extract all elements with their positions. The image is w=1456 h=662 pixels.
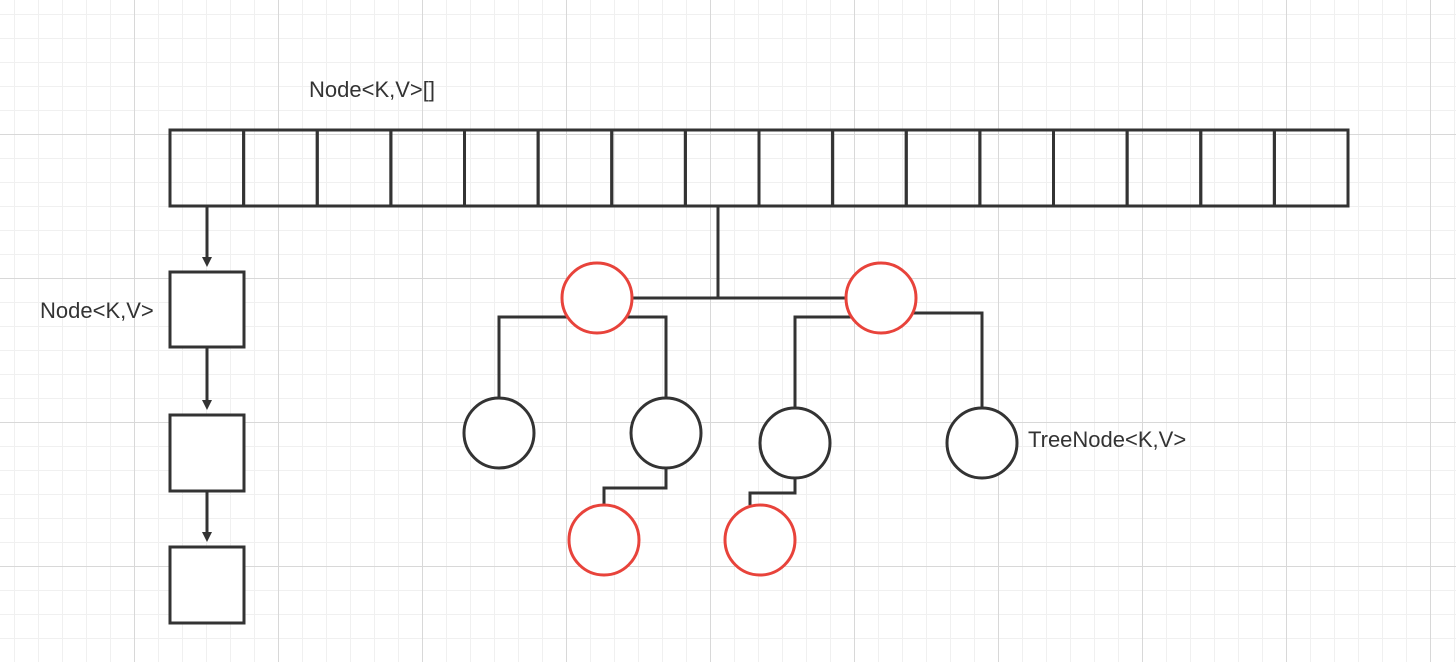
- bucket-cell: [1272, 128, 1350, 208]
- bucket-cell: [1199, 128, 1276, 208]
- bucket-cell: [1052, 128, 1129, 208]
- list-node-1: [168, 270, 246, 349]
- bucket-cell: [1125, 128, 1203, 208]
- tree-node-black-3: [758, 406, 832, 480]
- edge-r1-b1: [497, 315, 567, 400]
- bucket-cell: [315, 128, 393, 208]
- bucket-cell: [831, 128, 908, 208]
- bucket-cell: [757, 128, 835, 208]
- tree-node-red-1: [560, 261, 634, 335]
- edge-r2-b3: [793, 315, 853, 408]
- tree-node-black-4: [945, 406, 1019, 480]
- bucket-cell: [683, 128, 761, 208]
- tree-node-label: TreeNode<K,V>: [1028, 427, 1187, 452]
- tree-nodes: [462, 261, 1019, 577]
- edge-b3-r4: [748, 477, 797, 505]
- tree-node-black-1: [462, 396, 536, 470]
- list-node-3: [168, 545, 246, 625]
- bucket-cell: [389, 128, 467, 208]
- bucket-cell: [463, 128, 540, 208]
- array-label: Node<K,V>[]: [309, 77, 435, 102]
- linked-list: [168, 206, 246, 625]
- bucket-cell: [978, 128, 1056, 208]
- bucket-cell: [610, 128, 687, 208]
- tree-edges: [497, 207, 984, 505]
- bucket-cell: [536, 128, 614, 208]
- tree-node-black-2: [629, 396, 703, 470]
- tree-node-red-2: [844, 261, 918, 335]
- bucket-array: [168, 128, 1350, 208]
- edge-r1-b2: [625, 315, 668, 400]
- list-node-2: [168, 413, 246, 493]
- bucket-cell: [168, 128, 246, 208]
- tree-node-red-4: [723, 503, 797, 577]
- edge-b2-r3: [602, 467, 668, 505]
- list-node-label: Node<K,V>: [40, 298, 154, 323]
- edge-r2-b4: [910, 311, 984, 408]
- bucket-cell: [904, 128, 982, 208]
- tree-node-red-3: [567, 503, 641, 577]
- bucket-cell: [242, 128, 319, 208]
